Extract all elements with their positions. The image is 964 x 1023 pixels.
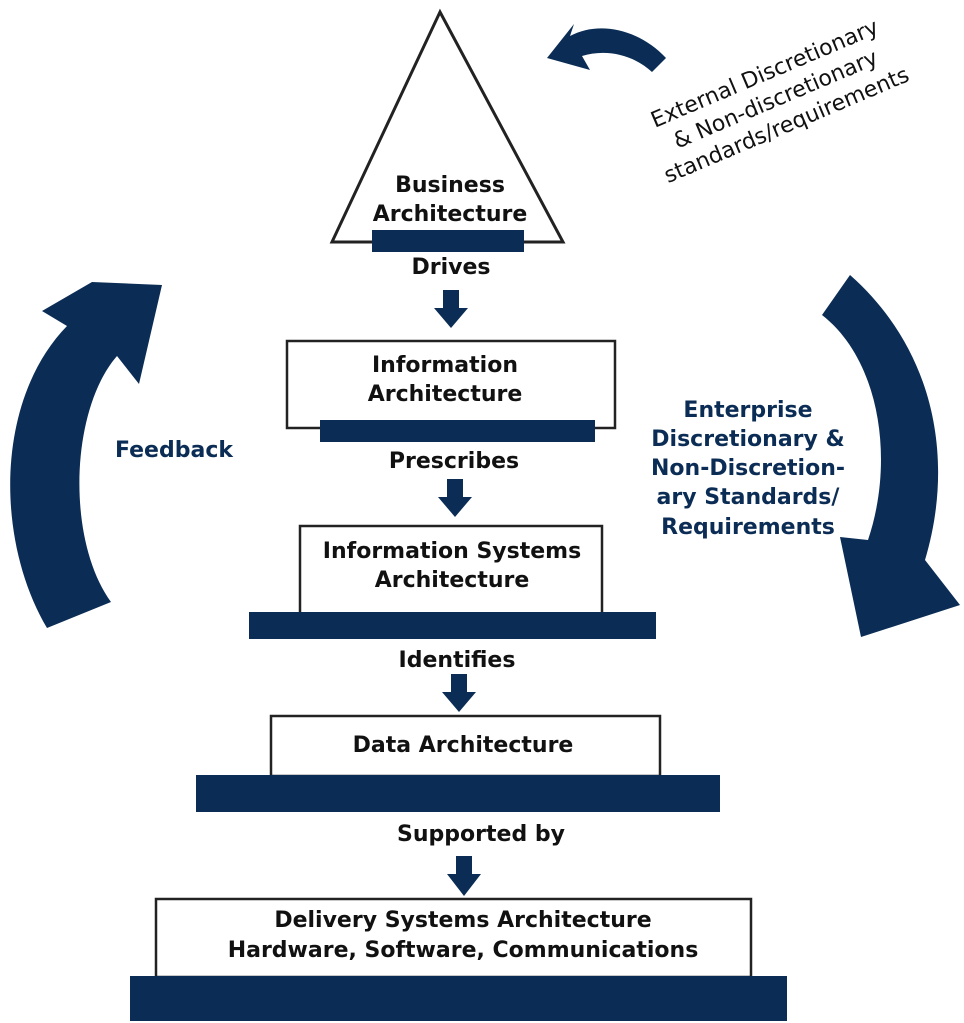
information-systems-architecture-base	[249, 612, 656, 639]
enterprise-standards-line: Non-Discretion-	[651, 456, 845, 481]
data-architecture-box	[269, 714, 662, 778]
enterprise-standards-label: Enterprise Discretionary & Non-Discretio…	[651, 398, 845, 540]
down-arrow-icon	[434, 290, 468, 328]
delivery-systems-architecture-base	[130, 976, 787, 1021]
supported-by-label: Supported by	[397, 822, 565, 847]
external-standards-arrow-icon	[547, 24, 666, 72]
business-architecture-title-line2: Architecture	[373, 202, 528, 227]
down-arrow-icon	[447, 856, 481, 896]
enterprise-standards-line: Enterprise	[683, 398, 812, 423]
feedback-label: Feedback	[115, 438, 234, 463]
information-systems-architecture-title: Information Systems	[323, 539, 581, 564]
enterprise-standards-arrow-icon	[822, 275, 960, 637]
enterprise-standards-line: ary Standards/	[657, 485, 841, 510]
identifies-label: Identifies	[399, 648, 516, 673]
prescribes-label: Prescribes	[389, 449, 519, 474]
data-architecture-base	[196, 775, 720, 812]
delivery-systems-architecture-box	[154, 897, 753, 979]
feedback-arrow-icon	[10, 282, 162, 628]
data-architecture-title: Data Architecture	[353, 733, 574, 758]
business-architecture-title: Business	[395, 173, 505, 198]
information-architecture-base	[320, 420, 595, 442]
delivery-systems-architecture-title: Delivery Systems Architecture	[274, 908, 651, 933]
enterprise-standards-line: Requirements	[661, 515, 835, 540]
business-architecture-base	[372, 230, 524, 252]
drives-label: Drives	[411, 255, 490, 280]
external-standards-label: External Discretionary & Non-discretiona…	[647, 15, 913, 189]
down-arrow-icon	[442, 674, 476, 712]
information-architecture-box	[285, 339, 617, 430]
information-systems-architecture-title-line2: Architecture	[375, 568, 530, 593]
delivery-systems-architecture-subtitle: Hardware, Software, Communications	[228, 938, 699, 963]
down-arrow-icon	[438, 479, 472, 517]
enterprise-standards-line: Discretionary &	[651, 427, 844, 452]
information-architecture-title: Information	[372, 353, 518, 378]
information-systems-architecture-box	[298, 524, 604, 618]
information-architecture-title-line2: Architecture	[368, 382, 523, 407]
